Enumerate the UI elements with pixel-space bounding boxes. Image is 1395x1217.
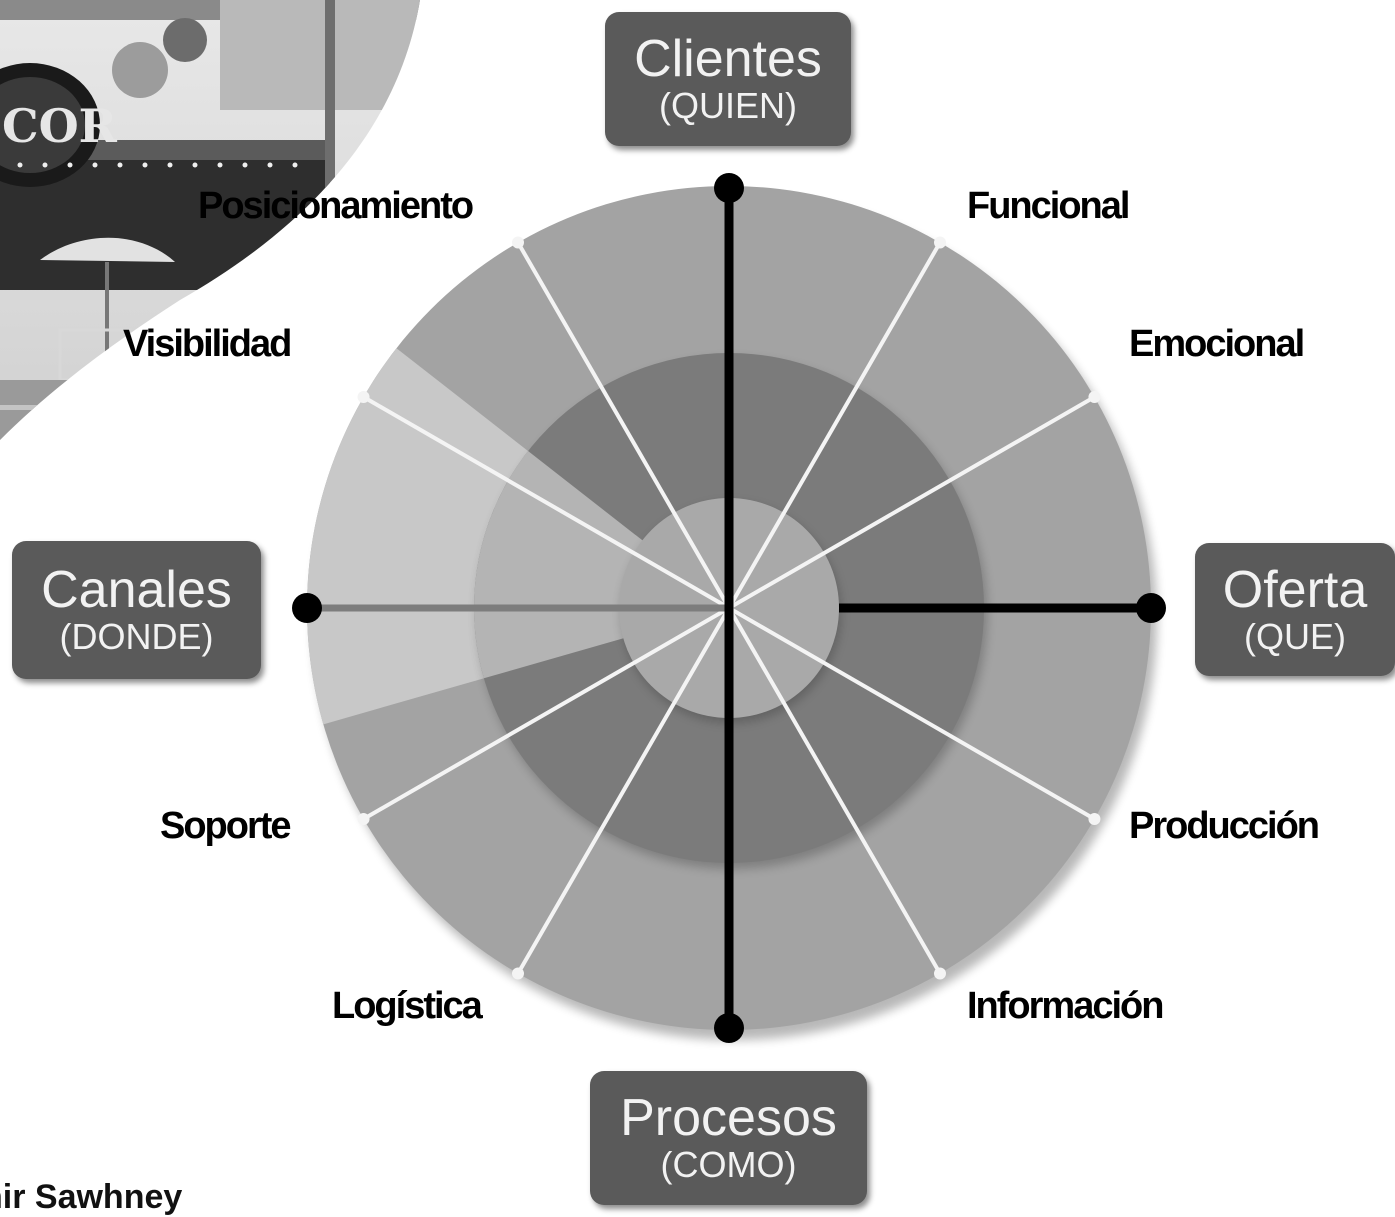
axis-title-oferta: Oferta [1222, 560, 1368, 619]
axis-dot-canales [292, 593, 322, 623]
axis-box-oferta: Oferta (QUE) [1195, 543, 1395, 676]
spoke-end-logistica [512, 967, 524, 980]
storefront-photo: COR [0, 0, 420, 440]
spoke-end-informacion [934, 967, 946, 980]
author-credit: hir Sawhney [0, 1178, 183, 1216]
label-emocional: Emocional [1129, 323, 1305, 365]
spoke-end-funcional [934, 236, 946, 249]
spoke-soporte [362, 606, 731, 821]
axis-subtitle-clientes: (QUIEN) [659, 85, 797, 126]
spoke-logistica [516, 606, 731, 975]
label-logistica: Logística [332, 985, 483, 1027]
axis-title-procesos: Procesos [620, 1089, 837, 1147]
spoke-produccion [728, 606, 1096, 821]
axis-dot-oferta [1136, 593, 1166, 623]
spoke-emocional [728, 395, 1096, 610]
axis-subtitle-oferta: (QUE) [1244, 615, 1346, 657]
spoke-end-posicionamiento [512, 236, 524, 249]
axis-subtitle-procesos: (COMO) [660, 1144, 797, 1185]
spoke-end-visibilidad [357, 391, 370, 403]
axis-box-clientes: Clientes (QUIEN) [605, 12, 851, 146]
axis-box-procesos: Procesos (COMO) [590, 1071, 867, 1205]
photo-sign-text: COR [2, 99, 118, 153]
axis-dot-clientes [714, 173, 744, 203]
label-funcional: Funcional [967, 185, 1130, 227]
label-visibilidad: Visibilidad [123, 323, 292, 365]
spoke-funcional [727, 241, 942, 609]
axis-dot-procesos [714, 1013, 744, 1043]
label-produccion: Producción [1129, 805, 1320, 847]
spoke-end-soporte [357, 813, 370, 825]
label-soporte: Soporte [160, 805, 292, 847]
spoke-end-produccion [1088, 813, 1101, 825]
axis-box-canales: Canales (DONDE) [12, 541, 261, 679]
axis-title-clientes: Clientes [634, 30, 822, 88]
label-informacion: Información [967, 985, 1164, 1027]
label-posicionamiento: Posicionamiento [198, 185, 474, 227]
spoke-informacion [727, 606, 942, 975]
spoke-end-emocional [1088, 391, 1101, 403]
spoke-posicionamiento [516, 241, 731, 609]
axis-subtitle-canales: (DONDE) [59, 616, 214, 657]
spoke-visibilidad [362, 395, 731, 610]
axis-title-canales: Canales [41, 561, 232, 619]
